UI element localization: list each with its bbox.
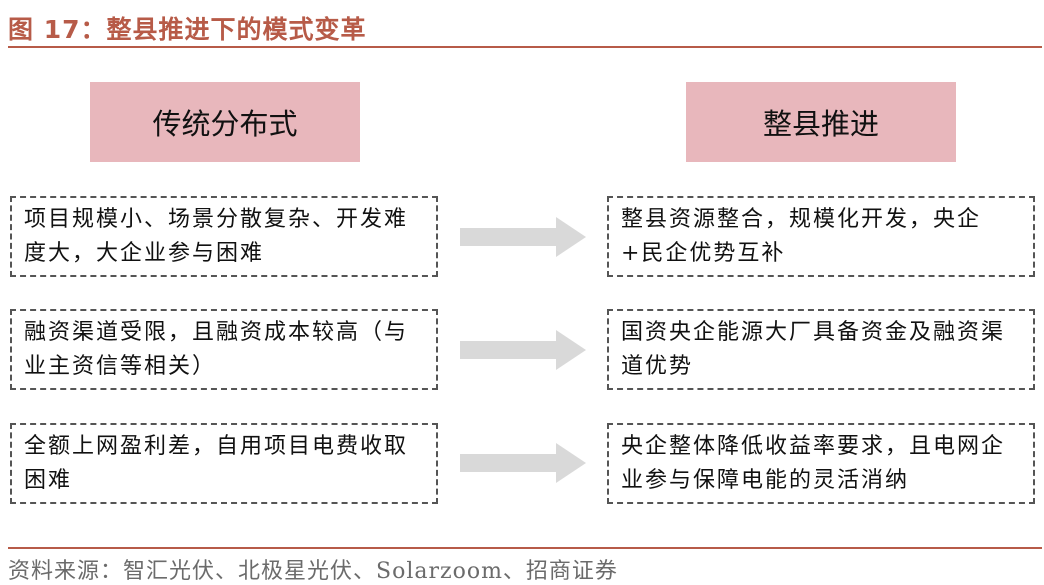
footer-divider <box>8 547 1042 549</box>
right-box-3: 央企整体降低收益率要求，且电网企业参与保障电能的灵活消纳 <box>607 423 1035 504</box>
source-note: 资料来源：智汇光伏、北极星光伏、Solarzoom、招商证券 <box>8 559 618 584</box>
right-box-1: 整县资源整合，规模化开发，央企+民企优势互补 <box>607 196 1035 277</box>
arrow-right-icon <box>460 330 586 370</box>
right-box-2: 国资央企能源大厂具备资金及融资渠道优势 <box>607 309 1035 390</box>
figure-title: 图 17：整县推进下的模式变革 <box>8 15 367 44</box>
title-divider <box>8 46 1042 48</box>
header-traditional: 传统分布式 <box>90 82 360 162</box>
header-county: 整县推进 <box>686 82 956 162</box>
arrow-right-icon <box>460 443 586 483</box>
arrow-right-icon <box>460 217 586 257</box>
left-box-3: 全额上网盈利差，自用项目电费收取困难 <box>10 423 438 504</box>
left-box-1: 项目规模小、场景分散复杂、开发难度大，大企业参与困难 <box>10 196 438 277</box>
left-box-2: 融资渠道受限，且融资成本较高（与业主资信等相关） <box>10 309 438 390</box>
